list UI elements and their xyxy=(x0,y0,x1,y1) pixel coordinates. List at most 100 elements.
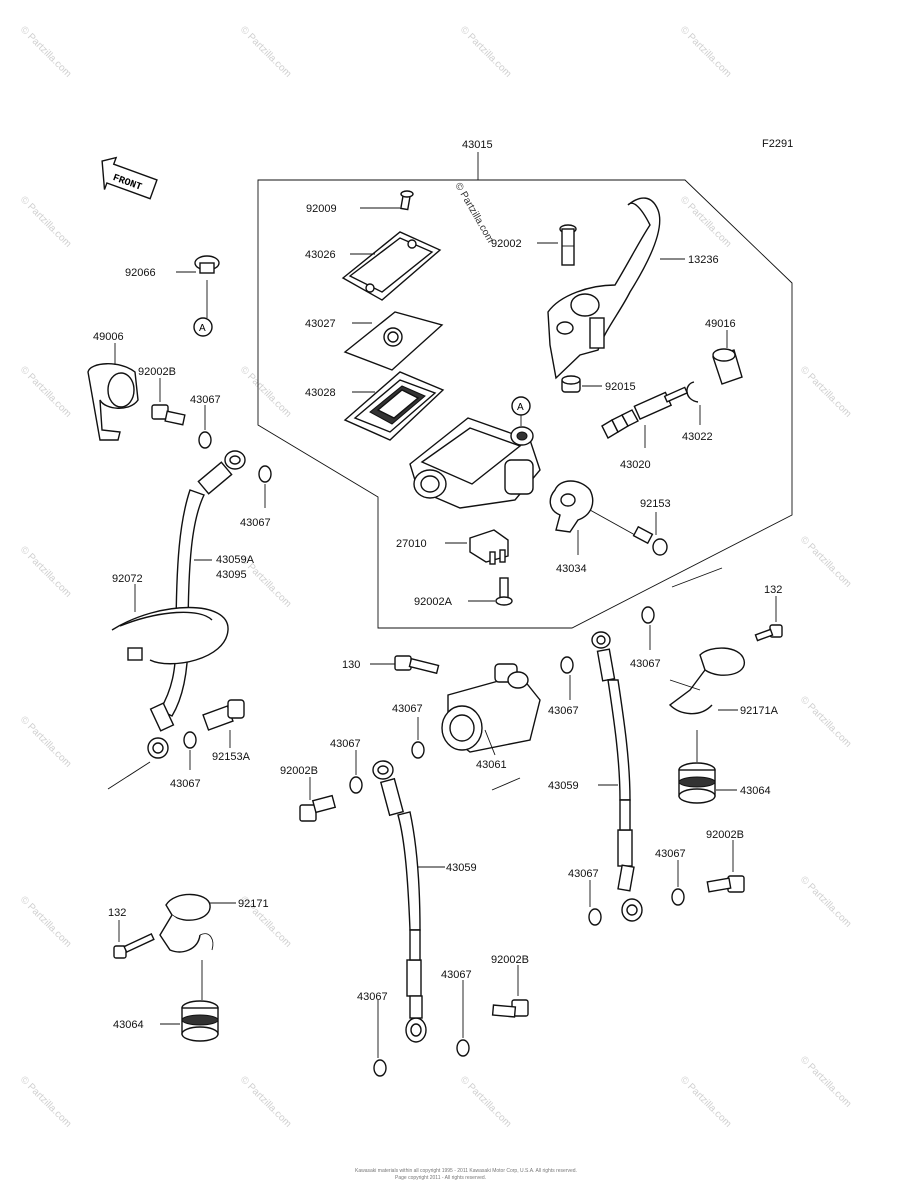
watermark: © Partzilla.com xyxy=(798,364,853,419)
part-shape xyxy=(621,409,639,427)
part-shape xyxy=(561,228,575,266)
label-43059A: 43059A xyxy=(216,554,255,566)
watermark: © Partzilla.com xyxy=(238,364,293,419)
label-92002B-right: 92002B xyxy=(706,829,744,841)
part-shape xyxy=(549,480,594,533)
part-shape xyxy=(406,959,422,997)
part-shape xyxy=(706,877,732,893)
diaphragm-43028 xyxy=(343,371,445,441)
part-shape xyxy=(561,375,581,385)
watermark: © Partzilla.com xyxy=(798,1054,853,1109)
part-shape xyxy=(617,864,635,892)
part-shape xyxy=(619,799,631,831)
part-shape xyxy=(159,914,201,953)
bolt-92153A xyxy=(202,699,245,731)
label-92002B-center: 92002B xyxy=(280,765,318,777)
part-shape xyxy=(365,283,375,293)
part-shape xyxy=(495,596,513,606)
part-shape xyxy=(596,635,606,645)
part-shape xyxy=(560,493,576,507)
part-shape xyxy=(504,459,534,495)
label-43061: 43061 xyxy=(476,759,507,771)
band-92072 xyxy=(111,606,229,665)
part-shape xyxy=(469,529,509,563)
leader-line xyxy=(107,761,151,790)
washer-43067 xyxy=(183,731,197,749)
washer-43067 xyxy=(671,888,685,906)
part-shape xyxy=(119,611,213,627)
part-shape xyxy=(668,669,713,715)
watermark: © Partzilla.com xyxy=(678,24,733,79)
leader-line xyxy=(589,509,636,536)
label-43067-a: 43067 xyxy=(190,394,221,406)
label-43059-center: 43059 xyxy=(446,862,477,874)
part-shape xyxy=(632,525,654,545)
label-92153: 92153 xyxy=(640,498,671,510)
leader-line xyxy=(671,567,723,588)
watermark: © Partzilla.com xyxy=(798,534,853,589)
part-shape xyxy=(449,714,475,742)
part-shape xyxy=(199,262,215,274)
figure-code: F2291 xyxy=(762,138,793,150)
bolt-130 xyxy=(370,655,440,675)
cylinder-43061 xyxy=(441,663,541,753)
watermark: © Partzilla.com xyxy=(458,24,513,79)
part-shape xyxy=(165,893,211,921)
watermark: © Partzilla.com xyxy=(678,194,733,249)
label-130: 130 xyxy=(342,659,360,671)
part-shape xyxy=(678,776,716,788)
label-43026: 43026 xyxy=(305,249,336,261)
brake-switch-27010 xyxy=(469,529,509,565)
label-92002B-bottom: 92002B xyxy=(491,954,529,966)
part-shape xyxy=(410,1023,422,1037)
grommet-43064-left xyxy=(181,1000,219,1042)
washer-43067 xyxy=(349,776,363,794)
part-shape xyxy=(570,293,600,317)
part-shape xyxy=(407,239,417,249)
bracket-92171A xyxy=(668,647,745,715)
watermark: © Partzilla.com xyxy=(238,24,293,79)
part-shape xyxy=(181,1026,219,1042)
screw-92002A xyxy=(495,577,513,606)
label-43067-d: 43067 xyxy=(392,703,423,715)
part-shape xyxy=(420,427,522,485)
callout-a-left: A xyxy=(193,317,213,337)
label-49006: 49006 xyxy=(93,331,124,343)
label-43027: 43027 xyxy=(305,318,336,330)
brake-lever-13236 xyxy=(547,197,661,380)
part-shape xyxy=(149,702,175,732)
front-arrow: FRONT xyxy=(101,156,158,200)
bracket-92171 xyxy=(159,893,214,953)
reservoir-cap-43026 xyxy=(341,231,442,301)
nut-92015 xyxy=(561,375,581,393)
callout-a-label: A xyxy=(199,323,206,334)
label-92002: 92002 xyxy=(491,238,522,250)
label-92066: 92066 xyxy=(125,267,156,279)
part-shape xyxy=(394,655,412,671)
part-shape xyxy=(400,190,414,198)
part-shape xyxy=(556,321,574,335)
callout-a-label: A xyxy=(517,402,524,413)
part-shape xyxy=(107,372,135,408)
footer-line-2: Page copyright 2011 - All rights reserve… xyxy=(395,1175,486,1181)
part-shape xyxy=(299,804,317,822)
part-shape xyxy=(409,995,423,1019)
washer-43067 xyxy=(588,908,602,926)
master-cylinder-body xyxy=(409,417,541,509)
part-shape xyxy=(181,1014,219,1026)
part-shape xyxy=(387,331,399,343)
part-shape xyxy=(596,648,616,682)
cap-92066 xyxy=(194,255,220,274)
label-43067-e: 43067 xyxy=(548,705,579,717)
part-shape xyxy=(663,386,689,403)
part-shape xyxy=(669,679,701,691)
bolt-132-left xyxy=(113,933,155,959)
circlip-43022 xyxy=(686,381,699,403)
watermark: © Partzilla.com xyxy=(18,1074,73,1129)
watermark: © Partzilla.com xyxy=(798,874,853,929)
part-shape xyxy=(607,679,631,801)
label-92153A: 92153A xyxy=(212,751,251,763)
part-shape xyxy=(408,657,440,675)
watermark: © Partzilla.com xyxy=(18,544,73,599)
part-shape xyxy=(227,699,245,719)
